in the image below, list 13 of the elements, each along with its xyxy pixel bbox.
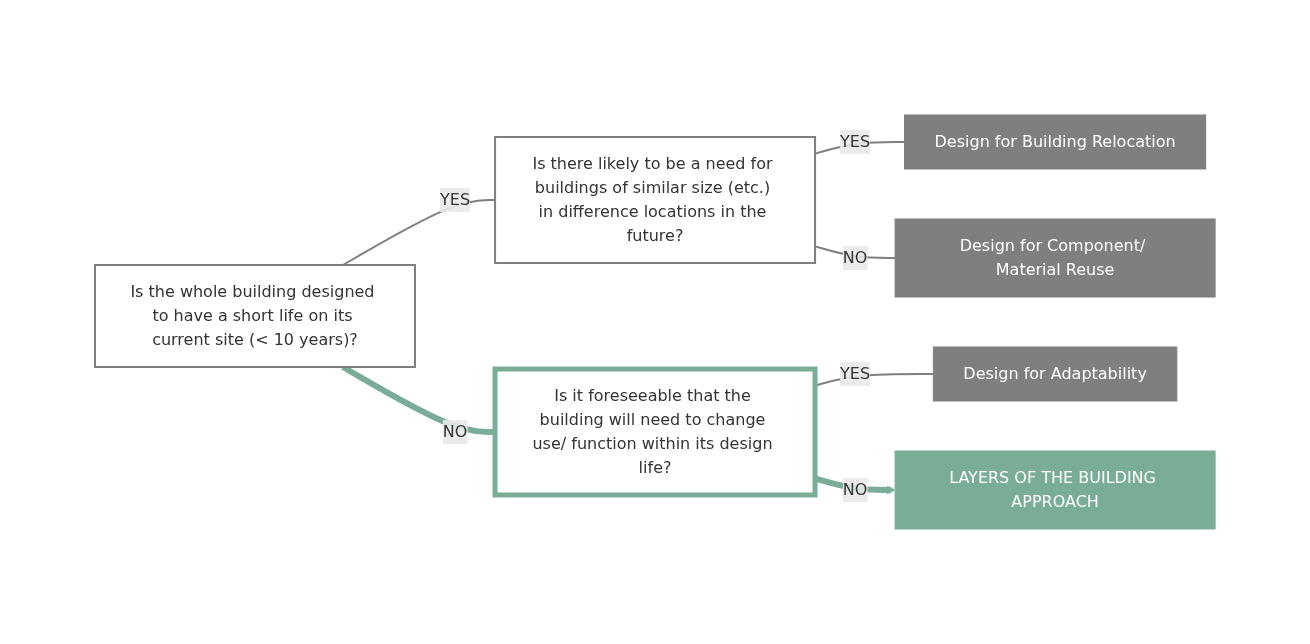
node-box: Is the whole building designed to have a short life on its current site (< 10 years)? bbox=[93, 264, 416, 368]
edge-label: YES bbox=[439, 190, 470, 209]
node-box: Design for Building Relocation bbox=[904, 114, 1207, 170]
node-box: Design for Adaptability bbox=[932, 346, 1178, 402]
edge-label: NO bbox=[842, 248, 868, 267]
node-box: Is there likely to be a need for buildings of similar size (etc.) in difference locations in the future? bbox=[494, 136, 816, 264]
edge-label: YES bbox=[840, 364, 871, 383]
node-box: Is it foreseeable that the building will need to change use/ function within its design life? bbox=[492, 366, 818, 498]
edge-label: NO bbox=[442, 422, 468, 441]
node-box: LAYERS OF THE BUILDING APPROACH bbox=[894, 450, 1216, 530]
edge-label: NO bbox=[842, 480, 868, 499]
edge-label: YES bbox=[840, 132, 871, 151]
node-box: Design for Component/ Material Reuse bbox=[894, 218, 1216, 298]
